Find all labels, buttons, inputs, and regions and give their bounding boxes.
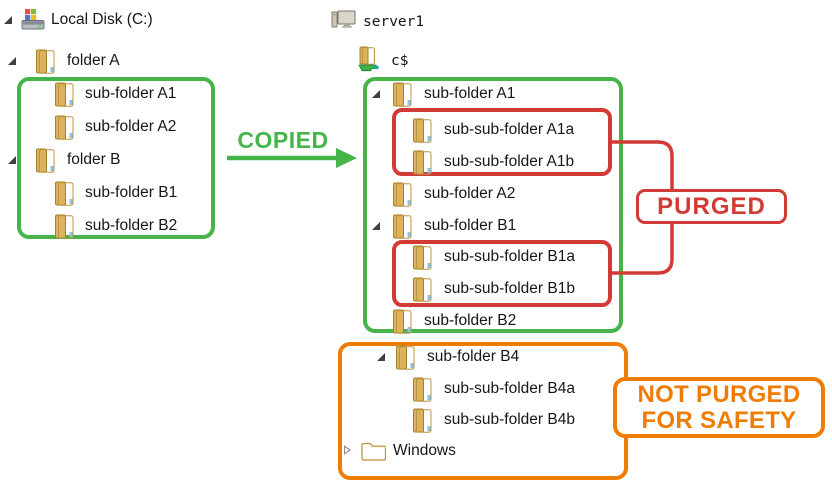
expander-open-icon[interactable] (7, 56, 17, 66)
purged-label-text: PURGED (657, 192, 766, 220)
tree-item-folder-b[interactable]: folder B (67, 151, 121, 168)
source-copied-group-box (17, 77, 215, 239)
folder-icon[interactable] (52, 114, 76, 140)
folder-icon[interactable] (410, 276, 434, 302)
tree-item-sub-sub-folder-b4a[interactable]: sub-sub-folder B4a (444, 380, 575, 397)
not-purged-line1: NOT PURGED (637, 380, 801, 408)
folder-icon[interactable] (410, 407, 434, 433)
tree-item-sub-sub-folder-a1a[interactable]: sub-sub-folder A1a (444, 121, 575, 138)
folder-icon[interactable] (410, 376, 434, 402)
tree-item-dest-sub-folder-b1[interactable]: sub-folder B1 (424, 217, 517, 234)
folder-icon[interactable] (390, 213, 414, 239)
tree-item-sub-folder-a1[interactable]: sub-folder A1 (85, 85, 177, 102)
tree-item-sub-sub-folder-b1a[interactable]: sub-sub-folder B1a (444, 248, 575, 265)
copied-label: COPIED (237, 127, 329, 153)
tree-item-sub-folder-b4[interactable]: sub-folder B4 (427, 348, 520, 365)
folder-icon[interactable] (390, 308, 414, 334)
tree-item-sub-sub-folder-b1b[interactable]: sub-sub-folder B1b (444, 280, 575, 297)
folder-icon[interactable] (52, 213, 76, 239)
expander-open-icon[interactable] (371, 221, 381, 231)
folder-icon[interactable] (33, 48, 57, 74)
folder-icon[interactable] (410, 244, 434, 270)
tree-item-folder-a[interactable]: folder A (67, 52, 120, 69)
expander-open-icon[interactable] (3, 15, 13, 25)
folder-icon[interactable] (410, 149, 434, 175)
expander-open-icon[interactable] (7, 155, 17, 165)
tree-item-server1[interactable]: server1 (363, 14, 425, 30)
windows-folder-icon[interactable] (360, 439, 386, 461)
shared-folder-icon[interactable] (355, 46, 381, 74)
purged-group-b-box (392, 240, 612, 307)
purged-group-a-box (392, 108, 612, 176)
tree-item-sub-folder-b1[interactable]: sub-folder B1 (85, 184, 178, 201)
folder-icon[interactable] (390, 181, 414, 207)
expander-collapsed-icon[interactable] (342, 445, 352, 455)
folder-icon[interactable] (410, 117, 434, 143)
tree-item-c-share[interactable]: c$ (391, 53, 409, 69)
tree-item-dest-sub-folder-a2[interactable]: sub-folder A2 (424, 185, 516, 202)
tree-item-sub-folder-a2[interactable]: sub-folder A2 (85, 118, 177, 135)
tree-item-dest-sub-folder-a1[interactable]: sub-folder A1 (424, 85, 516, 102)
copied-arrow-head (336, 148, 357, 168)
tree-item-sub-sub-folder-b4b[interactable]: sub-sub-folder B4b (444, 411, 575, 428)
computer-icon[interactable] (331, 9, 357, 31)
tree-item-sub-sub-folder-a1b[interactable]: sub-sub-folder A1b (444, 153, 575, 170)
not-purged-line2: FOR SAFETY (641, 406, 797, 434)
tree-item-local-disk[interactable]: Local Disk (C:) (51, 11, 153, 28)
folder-icon[interactable] (52, 81, 76, 107)
folder-icon[interactable] (52, 180, 76, 206)
folder-icon[interactable] (393, 344, 417, 370)
tree-item-windows[interactable]: Windows (393, 442, 456, 459)
expander-open-icon[interactable] (371, 89, 381, 99)
purged-label: PURGED (636, 189, 787, 224)
disk-icon[interactable] (20, 8, 46, 32)
not-purged-label: NOT PURGED FOR SAFETY (613, 377, 825, 438)
folder-icon[interactable] (33, 147, 57, 173)
folder-icon[interactable] (390, 81, 414, 107)
expander-open-icon[interactable] (376, 352, 386, 362)
tree-item-dest-sub-folder-b2[interactable]: sub-folder B2 (424, 312, 517, 329)
tree-item-sub-folder-b2[interactable]: sub-folder B2 (85, 217, 178, 234)
